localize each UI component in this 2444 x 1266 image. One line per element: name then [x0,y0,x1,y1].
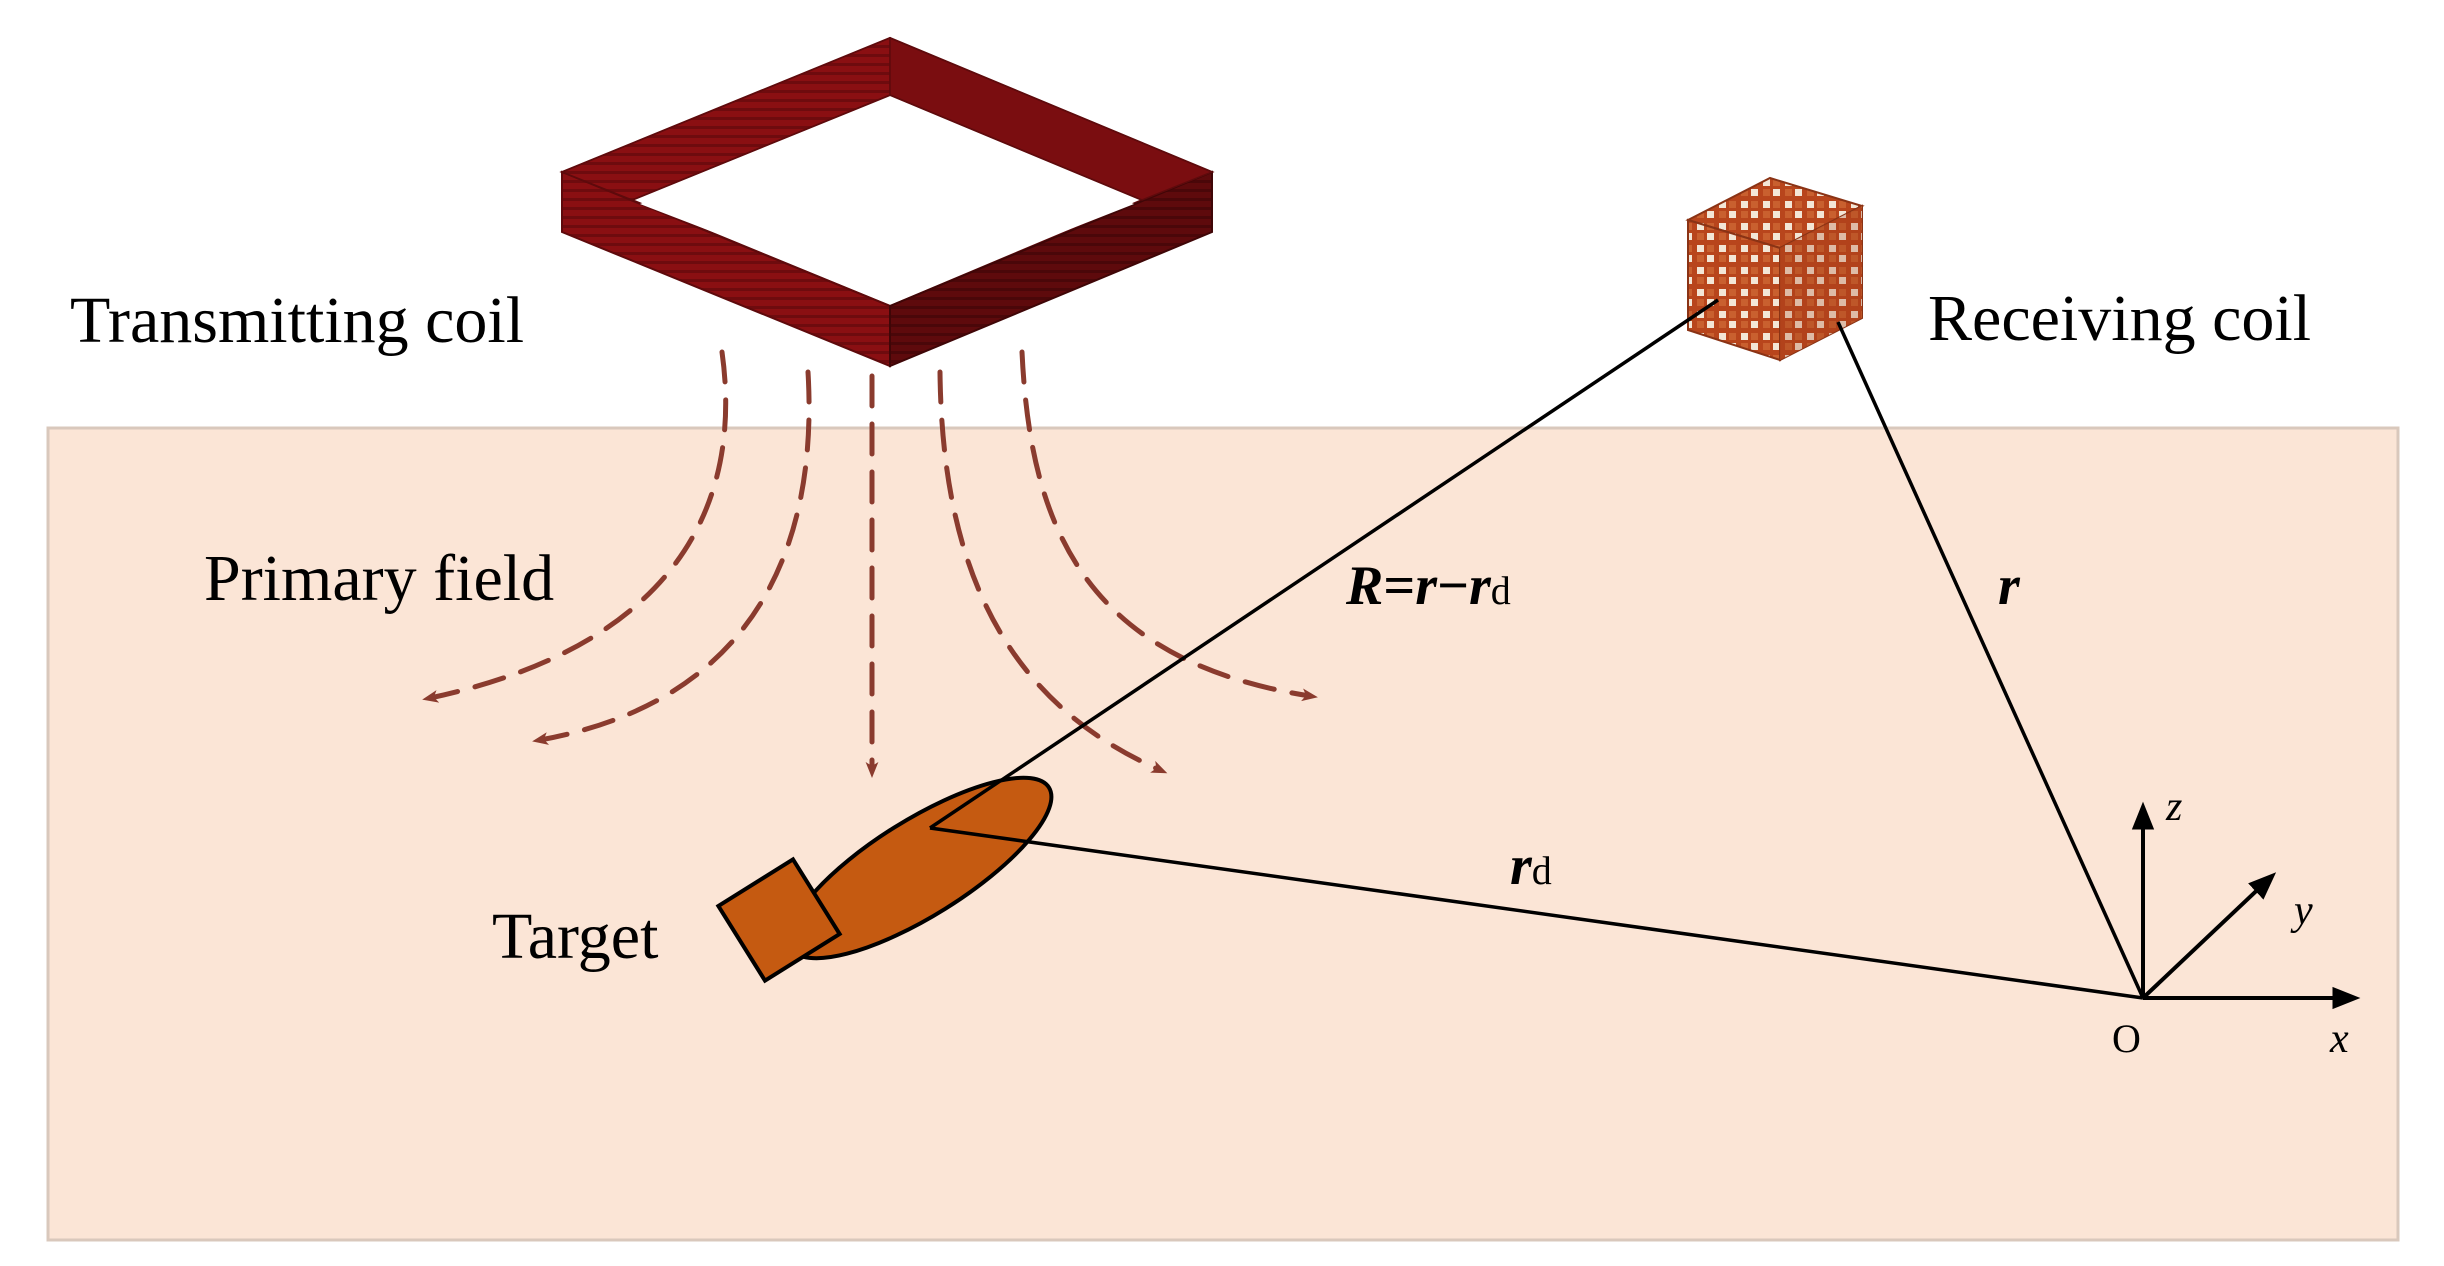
label-z-axis: z [2165,784,2182,830]
label-primary-field: Primary field [204,542,554,615]
label-transmitting-coil: Transmitting coil [70,284,524,357]
y-axis [2141,872,2277,1000]
vector-r-line [1836,321,2145,999]
field-line-4 [937,369,1168,774]
vector-rd-line [929,826,2144,1000]
label-receiving-coil: Receiving coil [1928,282,2311,355]
label-target: Target [492,900,658,973]
label-origin: O [2112,1016,2141,1061]
label-vector-r: r [1998,555,2021,617]
ground-region [46,426,2400,1242]
label-vector-rd: rd [1510,835,1552,897]
field-line-2 [532,369,812,745]
primary-field-lines [422,349,1318,779]
field-line-1 [422,349,729,703]
target-icon [715,775,1054,984]
field-line-5 [1019,349,1318,702]
transmitting-coil-icon [559,36,1215,368]
label-x-axis: x [2329,1016,2349,1062]
label-y-axis: y [2290,888,2313,934]
vector-R-line [929,298,1719,830]
vector-lines [929,298,2145,1000]
label-vector-R: R=r−rd [1345,555,1511,617]
coordinate-axes [2131,801,2361,1010]
receiving-coil-icon [1685,176,1865,362]
